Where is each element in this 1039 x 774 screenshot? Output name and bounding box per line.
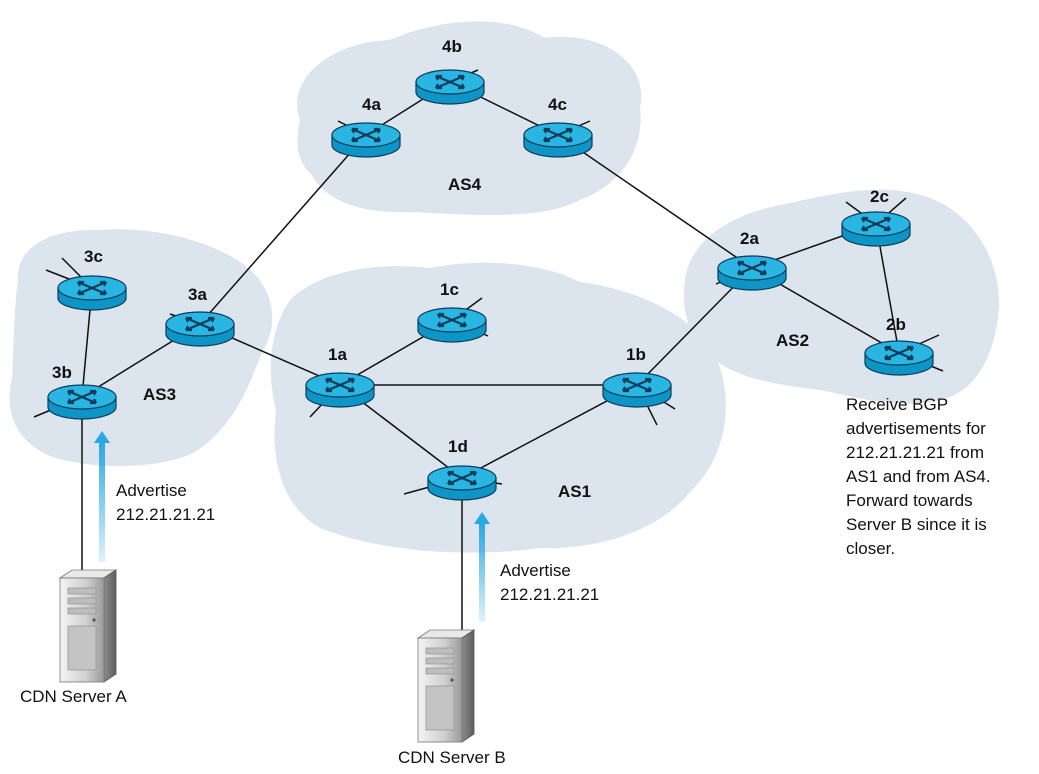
advertise-arrows [94, 431, 490, 622]
link-4a-3a [199, 134, 367, 325]
router-label-4c: 4c [548, 95, 567, 114]
router-1b [602, 372, 672, 408]
router-2a [717, 255, 787, 291]
note-line-6: Server B since it is [846, 515, 987, 534]
as4-cloud [297, 21, 642, 216]
as1-label: AS1 [558, 482, 591, 501]
router-label-3a: 3a [188, 285, 207, 304]
router-3b [47, 384, 117, 420]
router-3c [57, 275, 127, 311]
advertise-a-line-2: 212.21.21.21 [116, 505, 215, 524]
server-b-label: CDN Server B [398, 748, 506, 767]
router-label-2b: 2b [886, 315, 906, 334]
router-1d [427, 465, 497, 501]
server-a-label: CDN Server A [20, 687, 127, 706]
advertise-b-line-1: Advertise [500, 561, 571, 580]
as2-cloud [683, 189, 1000, 404]
note-line-1: Receive BGP [846, 395, 948, 414]
router-label-3b: 3b [52, 363, 72, 382]
router-label-1a: 1a [328, 345, 347, 364]
servers [58, 569, 476, 743]
bgp-note: Receive BGP advertisements for 212.21.21… [846, 395, 991, 558]
advertise-arrow-a [94, 431, 110, 562]
router-label-3c: 3c [84, 247, 103, 266]
note-line-3: 212.21.21.21 from [846, 443, 984, 462]
router-3a [165, 311, 235, 347]
note-line-7: closer. [846, 539, 895, 558]
router-label-4b: 4b [442, 37, 462, 56]
router-label-4a: 4a [362, 95, 381, 114]
as3-cloud [9, 229, 273, 467]
server-b-icon [416, 629, 476, 743]
as1-cloud [270, 262, 726, 553]
note-line-4: AS1 and from AS4. [846, 467, 991, 486]
note-line-5: Forward towards [846, 491, 973, 510]
router-label-1d: 1d [448, 437, 468, 456]
router-label-1b: 1b [626, 345, 646, 364]
as2-label: AS2 [776, 331, 809, 350]
router-label-1c: 1c [440, 280, 459, 299]
as4-label: AS4 [448, 175, 482, 194]
link-4c-2a [557, 134, 753, 269]
router-2c [841, 211, 911, 247]
router-4b [415, 69, 485, 105]
router-4c [523, 122, 593, 158]
as3-label: AS3 [143, 385, 176, 404]
router-1a [305, 372, 375, 408]
router-4a [331, 122, 401, 158]
router-label-2c: 2c [870, 187, 889, 206]
server-links [81, 415, 463, 630]
server-a-icon [58, 569, 118, 683]
router-1c [417, 307, 487, 343]
advertise-a-line-1: Advertise [116, 481, 187, 500]
routers [47, 69, 934, 501]
router-label-2a: 2a [740, 229, 759, 248]
advertise-arrow-b [474, 512, 490, 622]
advertise-b-line-2: 212.21.21.21 [500, 585, 599, 604]
router-2b [864, 340, 934, 376]
note-line-2: advertisements for [846, 419, 986, 438]
